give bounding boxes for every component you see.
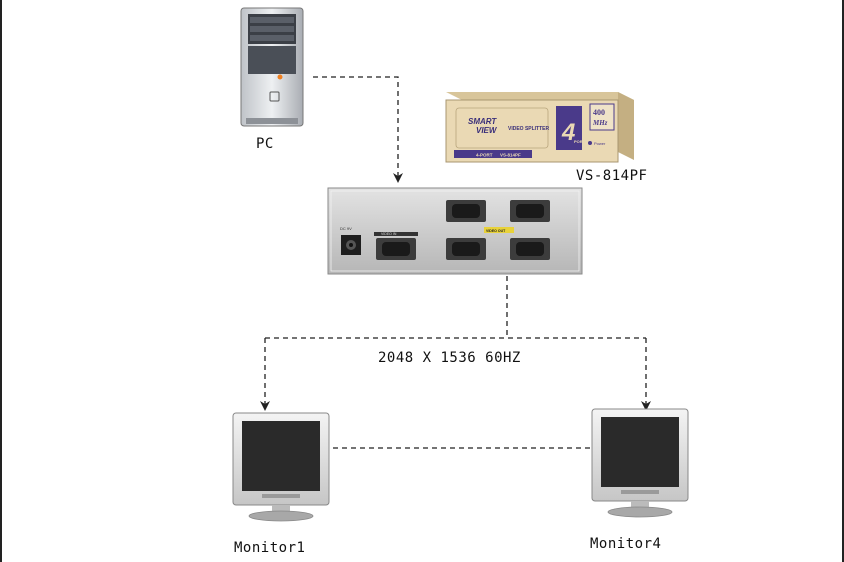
- connection-lines: [260, 76, 651, 449]
- pc-tower-icon: [240, 7, 304, 127]
- splitter-box-image: [445, 92, 634, 163]
- rear-output-label: VIDEO OUT: [486, 229, 506, 233]
- rear-dc-label: DC 9V: [340, 226, 352, 231]
- right-border: [842, 0, 844, 562]
- box-badge-top: 400: [593, 108, 605, 117]
- monitor1-icon: [232, 412, 330, 522]
- monitor4-icon: [591, 408, 689, 518]
- box-footer-model: VS-814PF: [500, 153, 521, 158]
- splitter-rear-panel-image: [327, 187, 583, 275]
- monitor4-label: Monitor4: [590, 536, 662, 552]
- box-product-text: VIDEO SPLITTER: [508, 126, 550, 132]
- box-footer-left: 4-PORT: [476, 153, 493, 158]
- splitter-model-label: VS-814PF: [576, 168, 648, 184]
- resolution-label: 2048 X 1536 60HZ: [378, 350, 521, 366]
- rear-input-label: VIDEO IN: [381, 232, 397, 236]
- vga-out-port-1: [446, 200, 486, 222]
- pc-label: PC: [256, 136, 274, 152]
- box-badge-bottom: MHz: [592, 119, 608, 127]
- box-brand-line2: VIEW: [476, 126, 498, 135]
- box-brand-line1: SMART: [468, 117, 497, 126]
- vga-out-port-4: [510, 238, 550, 260]
- left-border: [0, 0, 2, 562]
- vga-out-port-3: [446, 238, 486, 260]
- vga-in-port: [376, 238, 416, 260]
- box-port-count: 4: [561, 119, 575, 146]
- monitor1-label: Monitor1: [234, 540, 306, 556]
- box-power-label: Power: [594, 141, 606, 146]
- pc-to-splitter-line: [313, 76, 403, 183]
- vga-out-port-2: [510, 200, 550, 222]
- box-port-suffix: PORT: [574, 139, 586, 144]
